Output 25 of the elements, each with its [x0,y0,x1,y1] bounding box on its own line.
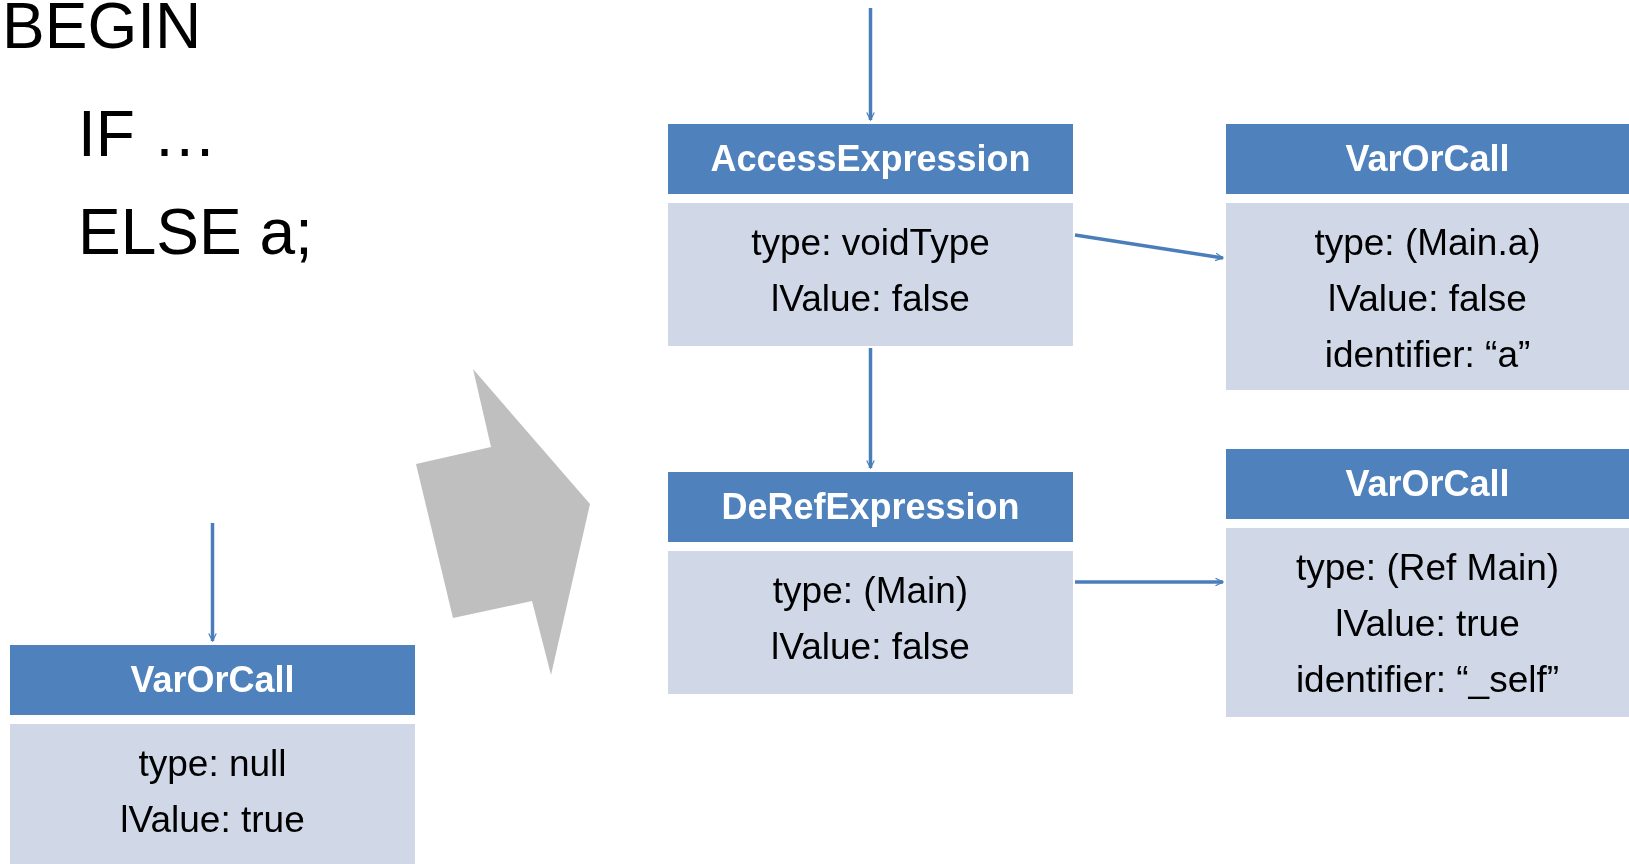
attribute-text: type: null [138,742,287,786]
attribute-text: lValue: true [120,798,305,842]
code-text: ELSE a; [78,200,313,264]
code-text: BEGIN [2,0,202,58]
attribute-text: identifier: “_self” [1295,658,1560,702]
attribute-text: lValue: true [1335,602,1520,646]
arrow [1074,233,1224,262]
attribute-text: lValue: false [771,625,970,669]
attribute-text: lValue: false [1328,277,1527,321]
attribute-text: type: (Ref Main) [1295,546,1560,590]
arrow [866,8,875,121]
attribute-text: lValue: false [771,277,970,321]
class-name-header: AccessExpression [668,124,1073,194]
code-text: IF … [78,102,217,166]
class-name-header: DeRefExpression [668,472,1073,542]
class-name-header: VarOrCall [1226,449,1629,519]
arrow [866,348,875,469]
class-name-header: VarOrCall [1226,124,1629,194]
arrow [1075,577,1224,587]
attribute-text: type: (Main) [772,569,969,613]
attribute-text: identifier: “a” [1324,333,1531,377]
attribute-text: type: voidType [751,221,990,265]
class-name-header: VarOrCall [10,645,415,715]
arrow [208,523,217,642]
attribute-text: type: (Main.a) [1314,221,1541,265]
